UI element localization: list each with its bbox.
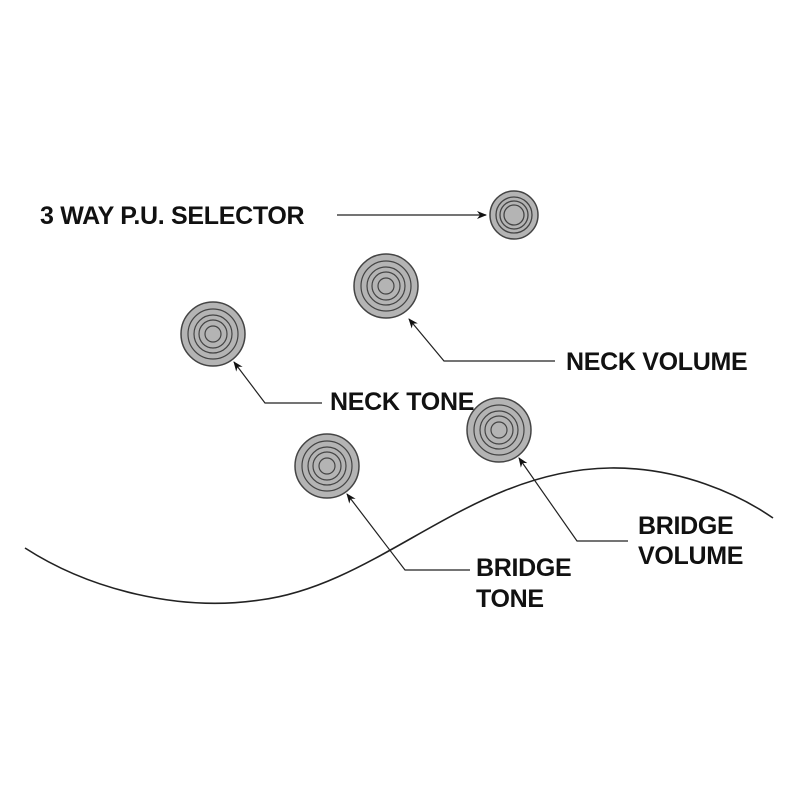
guitar-body-outline [24, 467, 774, 605]
neck-tone-label: NECK TONE [330, 388, 474, 416]
neck-volume-label: NECK VOLUME [566, 348, 747, 376]
bridge-volume-leader-arrow [518, 457, 628, 542]
bridge-tone-label-line1: BRIDGE [476, 554, 571, 582]
bridge-tone-label-line2: TONE [476, 585, 544, 613]
neck-volume-knob [353, 253, 419, 319]
bridge-tone-leader-arrow [346, 493, 470, 571]
selector-label: 3 WAY P.U. SELECTOR [40, 202, 305, 230]
neck-volume-leader-arrow [408, 318, 555, 362]
neck-tone-knob [180, 301, 246, 367]
bridge-tone-knob [294, 433, 360, 499]
bridge-volume-label-line2: VOLUME [638, 542, 743, 570]
pickup-selector-switch [489, 190, 539, 240]
bridge-volume-knob [466, 397, 532, 463]
bridge-volume-label-line1: BRIDGE [638, 512, 733, 540]
neck-tone-leader-arrow [233, 361, 322, 404]
